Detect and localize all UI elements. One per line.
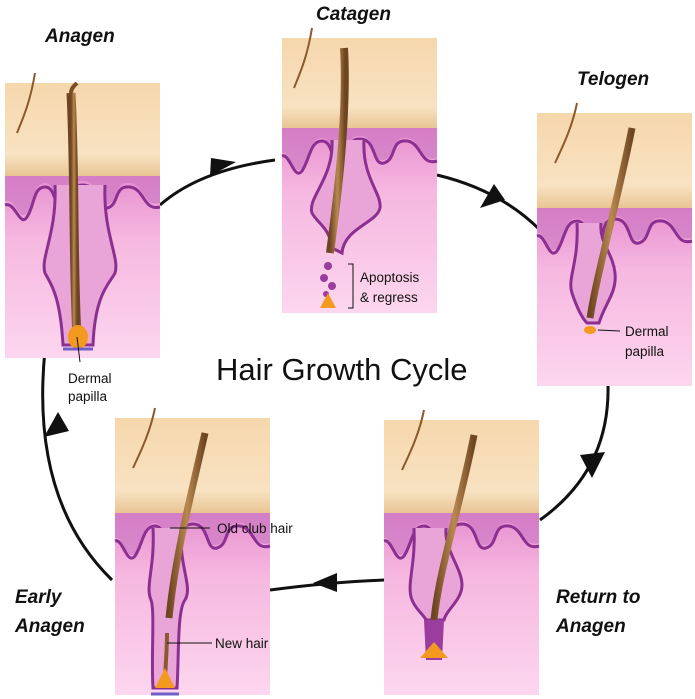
arrowhead-5 <box>44 412 69 437</box>
label-anagen-papilla: papilla <box>68 389 108 404</box>
stage-title-return-to-anagen-line1: Return to <box>556 587 640 608</box>
label-anagen-dermal: Dermal <box>68 371 112 386</box>
bracket-apoptosis <box>348 263 354 309</box>
stage-title-early-anagen-line1: Early <box>15 587 63 608</box>
arrowhead-1 <box>210 158 236 176</box>
label-old-club-hair: Old club hair <box>217 521 293 536</box>
stage-title-return-to-anagen-line2: Anagen <box>555 616 626 637</box>
label-new-hair: New hair <box>215 636 269 651</box>
leader-telogen-papilla <box>597 329 621 332</box>
stage-title-telogen: Telogen <box>577 69 649 90</box>
arrowheads <box>44 158 605 592</box>
panel-catagen <box>281 27 438 313</box>
label-telogen-dermal: Dermal <box>625 324 669 339</box>
stage-title-early-anagen-line2: Anagen <box>14 616 85 637</box>
arrow-telogen-to-return <box>539 384 610 522</box>
label-apoptosis: Apoptosis <box>360 270 420 285</box>
stage-title-anagen: Anagen <box>44 26 115 47</box>
label-regress: & regress <box>360 290 418 305</box>
leader-lines <box>76 263 621 644</box>
panel-early-anagen <box>114 407 271 696</box>
arrowhead-2 <box>480 184 505 208</box>
arrowhead-4 <box>313 573 337 592</box>
diagram-title: Hair Growth Cycle <box>216 352 468 387</box>
arrow-early-to-anagen <box>41 349 114 582</box>
panel-anagen <box>4 72 161 358</box>
label-telogen-papilla: papilla <box>625 344 665 359</box>
panel-return-to-anagen <box>383 409 540 695</box>
arrowhead-3 <box>580 452 605 478</box>
arrow-anagen-to-catagen <box>159 158 276 207</box>
stage-title-catagen: Catagen <box>316 4 391 25</box>
leader-anagen-papilla <box>76 336 81 363</box>
panel-telogen <box>536 102 693 386</box>
